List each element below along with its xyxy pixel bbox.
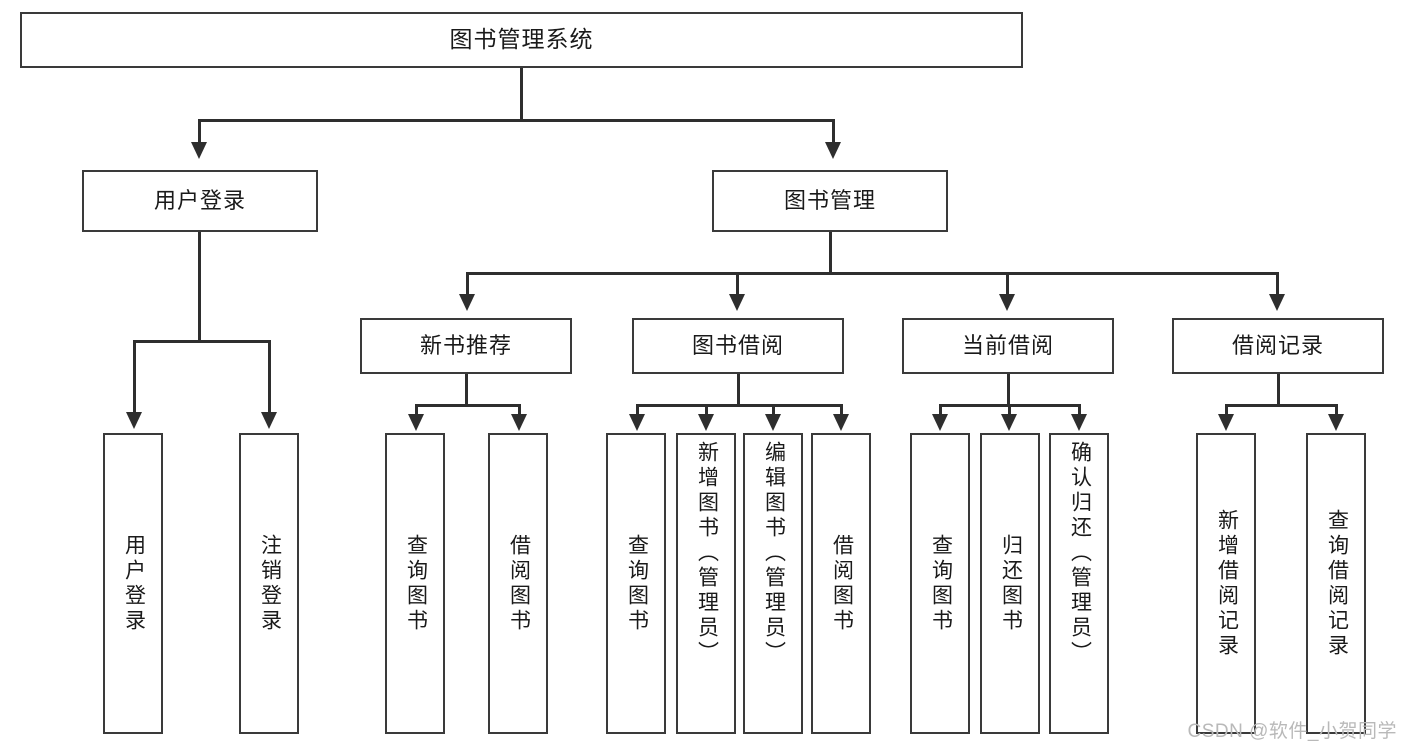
connector-user-login-stem (198, 232, 201, 342)
leaf-query-book-borrow[interactable]: 查询图书 (606, 433, 666, 734)
connector-root-drop-left (198, 119, 201, 143)
leaf-label: 归还图书 (999, 533, 1023, 634)
leaf-borrow-book-recommend[interactable]: 借阅图书 (488, 433, 548, 734)
leaf-user-login[interactable]: 用户登录 (103, 433, 163, 734)
leaf-logout[interactable]: 注销登录 (239, 433, 299, 734)
arrow-to-leaf-query-book-2 (629, 414, 645, 431)
arrow-to-new-book-recommend (459, 294, 475, 311)
node-root-book-management-system[interactable]: 图书管理系统 (20, 12, 1023, 68)
leaf-add-borrow-record[interactable]: 新增借阅记录 (1196, 433, 1256, 734)
connector-book-borrow-drop-1 (636, 404, 639, 416)
connector-new-book-stem (465, 374, 468, 406)
connector-book-borrow-bar (636, 404, 843, 407)
connector-book-borrow-drop-3 (772, 404, 775, 416)
connector-current-borrow-drop-3 (1078, 404, 1081, 416)
connector-book-management-stem (829, 232, 832, 274)
connector-book-borrow-drop-2 (705, 404, 708, 416)
node-label: 用户登录 (153, 187, 246, 213)
node-label: 当前借阅 (961, 332, 1054, 358)
connector-new-book-bar (415, 404, 521, 407)
leaf-label: 借阅图书 (507, 533, 531, 634)
node-book-borrow[interactable]: 图书借阅 (632, 318, 844, 374)
leaf-borrow-book[interactable]: 借阅图书 (811, 433, 871, 734)
node-label: 图书借阅 (691, 332, 784, 358)
node-book-management[interactable]: 图书管理 (712, 170, 948, 232)
connector-user-login-drop-2 (268, 340, 271, 415)
arrow-to-user-login (191, 142, 207, 159)
arrow-to-leaf-borrow-book-1 (511, 414, 527, 431)
connector-user-login-drop-1 (133, 340, 136, 415)
node-current-borrow[interactable]: 当前借阅 (902, 318, 1114, 374)
arrow-to-leaf-query-book-1 (408, 414, 424, 431)
connector-borrow-record-stem (1277, 374, 1280, 406)
leaf-confirm-return-admin[interactable]: 确认归还（管理员） (1049, 433, 1109, 734)
connector-current-borrow-drop-1 (939, 404, 942, 416)
arrow-to-leaf-add-book (698, 414, 714, 431)
leaf-label: 查询图书 (625, 533, 649, 634)
connector-book-borrow-drop-4 (840, 404, 843, 416)
arrow-to-leaf-edit-book (765, 414, 781, 431)
connector-book-management-bar (466, 272, 1278, 275)
connector-root-drop-right (832, 119, 835, 143)
leaf-label: 查询图书 (404, 533, 428, 634)
node-user-login[interactable]: 用户登录 (82, 170, 318, 232)
node-label: 新书推荐 (419, 332, 512, 358)
leaf-edit-book-admin[interactable]: 编辑图书（管理员） (743, 433, 803, 734)
connector-l3-drop-2 (736, 272, 739, 295)
connector-borrow-record-drop-2 (1335, 404, 1338, 416)
leaf-label: 确认归还（管理员） (1068, 441, 1092, 666)
connector-new-book-drop-2 (518, 404, 521, 416)
leaf-label: 新增借阅记录 (1215, 508, 1239, 659)
arrow-to-current-borrow (999, 294, 1015, 311)
leaf-query-borrow-record[interactable]: 查询借阅记录 (1306, 433, 1366, 734)
leaf-label: 编辑图书（管理员） (762, 441, 786, 666)
arrow-to-book-borrow (729, 294, 745, 311)
leaf-label: 借阅图书 (830, 533, 854, 634)
arrow-to-leaf-logout (261, 412, 277, 429)
arrow-to-leaf-return-book (1001, 414, 1017, 431)
connector-l3-drop-3 (1006, 272, 1009, 295)
leaf-query-book-current[interactable]: 查询图书 (910, 433, 970, 734)
connector-current-borrow-stem (1007, 374, 1010, 406)
connector-l3-drop-1 (466, 272, 469, 295)
leaf-label: 查询借阅记录 (1325, 508, 1349, 659)
leaf-add-book-admin[interactable]: 新增图书（管理员） (676, 433, 736, 734)
arrow-to-leaf-query-record (1328, 414, 1344, 431)
connector-user-login-bar (133, 340, 271, 343)
arrow-to-leaf-query-book-3 (932, 414, 948, 431)
leaf-query-book-recommend[interactable]: 查询图书 (385, 433, 445, 734)
connector-l3-drop-4 (1276, 272, 1279, 295)
arrow-to-leaf-confirm-return (1071, 414, 1087, 431)
connector-root-stem (520, 68, 523, 121)
connector-current-borrow-drop-2 (1008, 404, 1011, 416)
node-new-book-recommend[interactable]: 新书推荐 (360, 318, 572, 374)
arrow-to-leaf-user-login (126, 412, 142, 429)
arrow-to-leaf-borrow-book-2 (833, 414, 849, 431)
node-label: 借阅记录 (1231, 332, 1324, 358)
connector-borrow-record-bar (1225, 404, 1338, 407)
node-label: 图书管理 (783, 187, 876, 213)
leaf-return-book[interactable]: 归还图书 (980, 433, 1040, 734)
connector-new-book-drop-1 (415, 404, 418, 416)
connector-root-bar (198, 119, 835, 122)
arrow-to-borrow-record (1269, 294, 1285, 311)
connector-borrow-record-drop-1 (1225, 404, 1228, 416)
leaf-label: 新增图书（管理员） (695, 441, 719, 666)
arrow-to-book-management (825, 142, 841, 159)
leaf-label: 查询图书 (929, 533, 953, 634)
arrow-to-leaf-add-record (1218, 414, 1234, 431)
leaf-label: 注销登录 (258, 533, 282, 634)
node-borrow-record[interactable]: 借阅记录 (1172, 318, 1384, 374)
node-label: 图书管理系统 (449, 26, 594, 53)
connector-book-borrow-stem (737, 374, 740, 406)
leaf-label: 用户登录 (122, 533, 146, 634)
